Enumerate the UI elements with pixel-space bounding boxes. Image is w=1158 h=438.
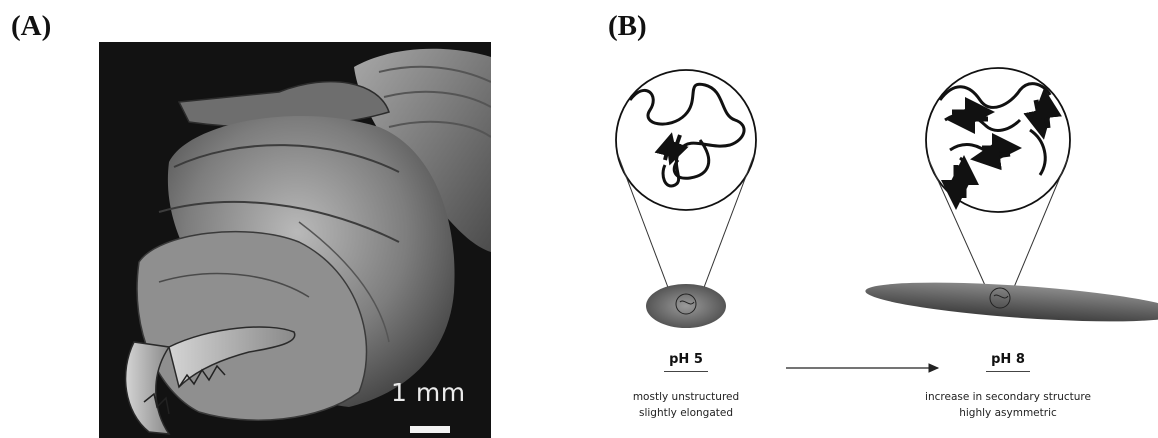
state-left-underline <box>664 371 708 372</box>
state-right-underline <box>986 371 1030 372</box>
panel-a-label: (A) <box>11 10 51 43</box>
panel-b-label: (B) <box>608 10 647 43</box>
state-right-description-1: increase in secondary structure <box>888 390 1128 405</box>
state-left-title: pH 5 <box>646 352 726 367</box>
state-right-description-2: highly asymmetric <box>888 406 1128 421</box>
scale-bar <box>410 426 450 433</box>
state-left-description-1: mostly unstructured <box>566 390 806 405</box>
state-right-title: pH 8 <box>968 352 1048 367</box>
left-zoom-circle <box>616 70 756 328</box>
state-left-description-2: slightly elongated <box>566 406 806 421</box>
protein-conformation-diagram: pH 5 mostly unstructured slightly elonga… <box>590 40 1158 438</box>
scale-bar-label: 1 mm <box>391 378 466 407</box>
right-zoom-circle <box>864 68 1158 329</box>
diagram-graphics <box>590 40 1158 438</box>
